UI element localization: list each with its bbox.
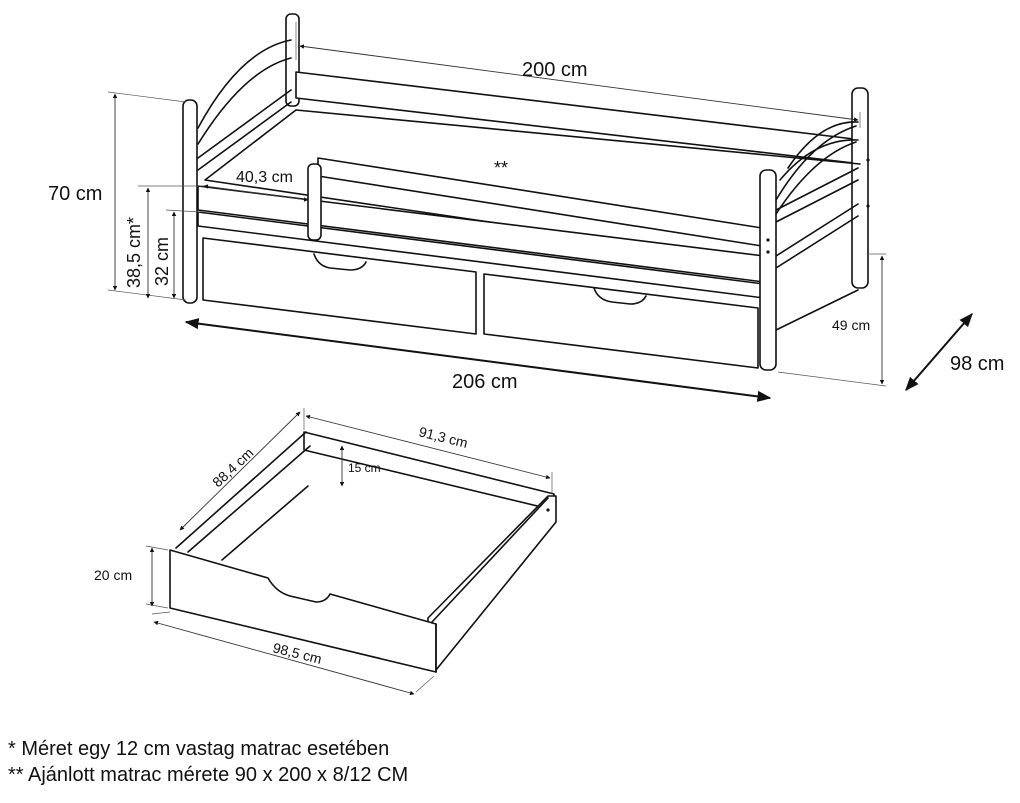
- label-70: 70 cm: [48, 183, 102, 205]
- bed-dimensions: 200 cm 70 cm 38,5 cm* 32 cm 40,3 cm ** 2…: [48, 22, 1004, 402]
- dim-line-913: [305, 414, 551, 480]
- drawer-right-handle: [593, 287, 647, 305]
- drawer-detail: 91,3 cm 88,4 cm 15 cm 20 cm 98,5 cm: [94, 408, 557, 696]
- bed-frame: [182, 13, 870, 371]
- footnote-1: * Méret egy 12 cm vastag matrac esetében: [8, 738, 390, 760]
- footnote-2: ** Ajánlott matrac mérete 90 x 200 x 8/1…: [8, 764, 409, 786]
- label-20: 20 cm: [94, 567, 132, 583]
- label-15: 15 cm: [348, 461, 381, 475]
- label-913: 91,3 cm: [417, 423, 469, 451]
- dim-line-98: [905, 312, 973, 392]
- drawer-back-wall: [303, 431, 555, 511]
- front-footboard-post: [759, 169, 777, 371]
- front-headboard-post: [182, 99, 198, 304]
- label-403: 40,3 cm: [236, 169, 293, 186]
- dim-line-206: [184, 318, 772, 402]
- label-200: 200 cm: [522, 59, 588, 81]
- dim-line-403: [203, 184, 309, 202]
- dim-line-200: [299, 44, 859, 122]
- label-mattress-mark: **: [494, 158, 508, 178]
- footnotes: * Méret egy 12 cm vastag matrac esetében…: [8, 736, 408, 788]
- rear-footboard-arch: [787, 121, 859, 169]
- headboard-arch: [197, 39, 292, 129]
- drawer-left-handle: [313, 253, 367, 271]
- label-385: 38,5 cm*: [124, 217, 144, 288]
- label-49: 49 cm: [832, 317, 870, 333]
- guard-post: [307, 163, 322, 241]
- dim-line-985: [153, 620, 415, 696]
- drawer-side-wall: [427, 495, 557, 671]
- label-206: 206 cm: [452, 371, 518, 393]
- label-98: 98 cm: [950, 353, 1004, 375]
- rear-footboard-post: [851, 87, 869, 289]
- dim-line-884: [179, 411, 301, 531]
- label-32: 32 cm: [152, 237, 172, 286]
